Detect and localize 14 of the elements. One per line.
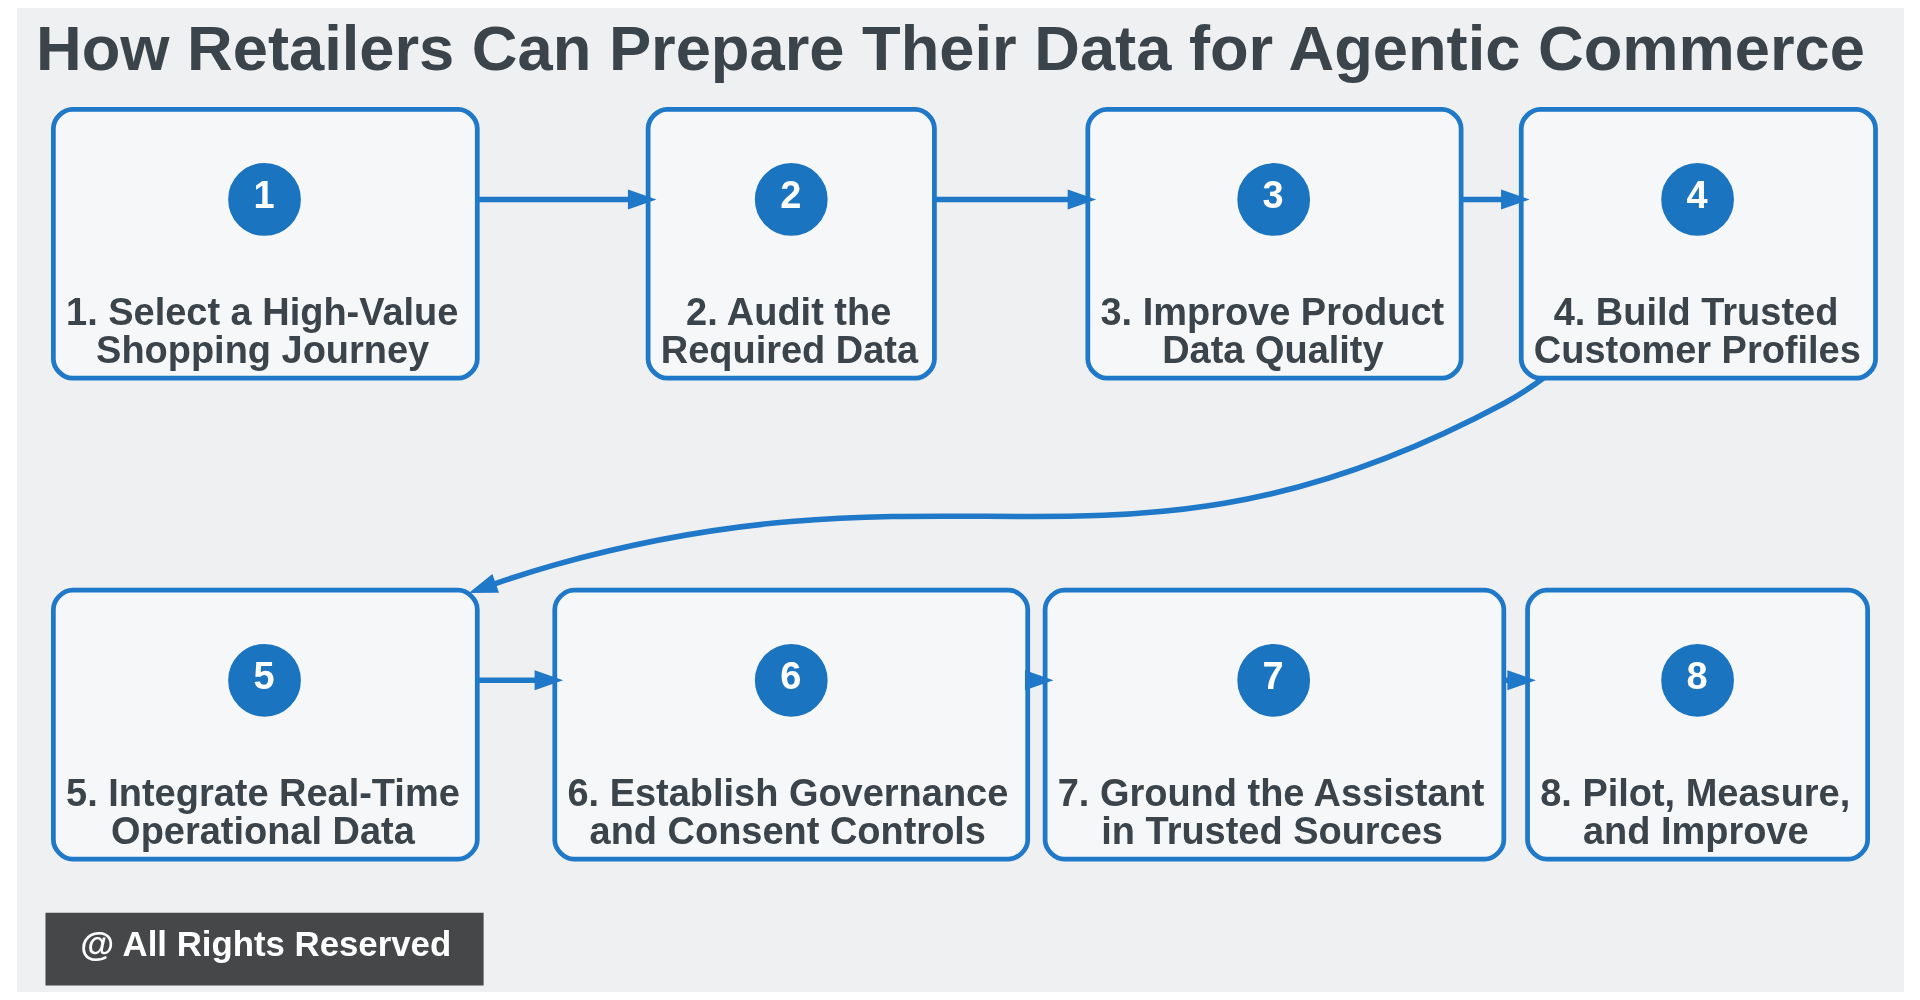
label: @ All Rights Reserved [79, 925, 451, 964]
node-circle: 2 [754, 163, 828, 236]
node-circle: 8 [1660, 643, 1734, 717]
node-circle: 6 [754, 643, 828, 717]
node-circle: 4 [1660, 163, 1734, 236]
node-circle: 5 [227, 643, 301, 717]
arrow [1460, 189, 1530, 210]
arrow [476, 670, 563, 691]
arrow [933, 189, 1096, 210]
diagram-title: How Retailers Can Prepare Their Data for Agentic Commerce [35, 12, 1865, 83]
node-circle: 1 [227, 163, 301, 236]
node-circle: 7 [1236, 643, 1310, 717]
node-circle: 3 [1236, 163, 1310, 236]
arrow [476, 189, 656, 210]
